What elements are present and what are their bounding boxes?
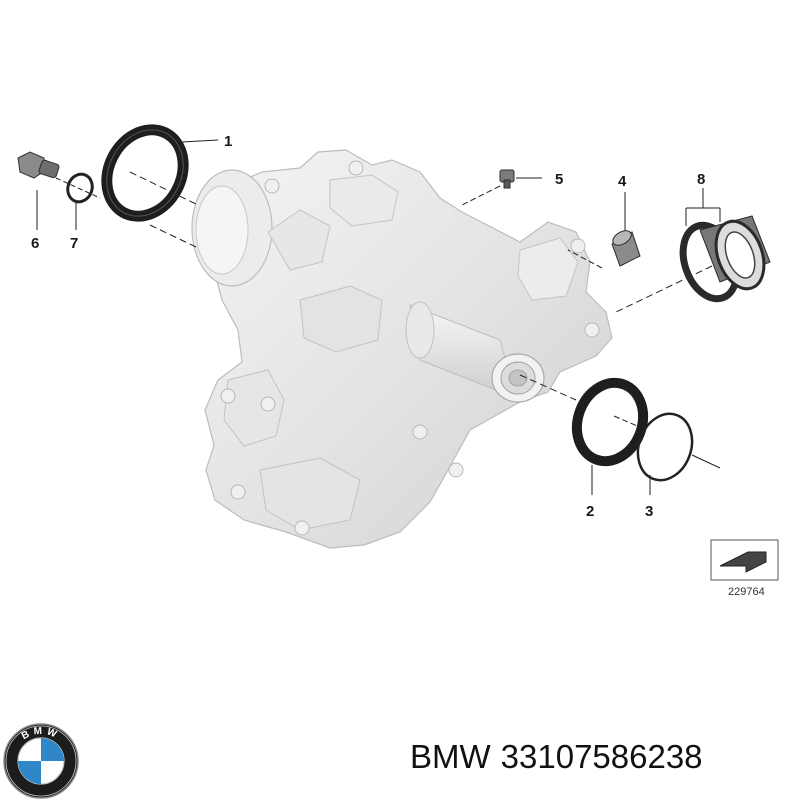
part-1-shaft-seal xyxy=(101,124,189,222)
callout-7: 7 xyxy=(70,235,78,252)
callout-2: 2 xyxy=(586,503,594,520)
reference-box: 229764 xyxy=(710,539,779,598)
bmw-roundel-logo: BMW xyxy=(3,723,79,799)
part-4-sleeve xyxy=(611,230,641,267)
part-6-screw-plug xyxy=(17,151,60,179)
part-8-bearing-set xyxy=(679,215,771,303)
part-number: 33107586238 xyxy=(500,738,703,775)
callout-4: 4 xyxy=(618,173,627,190)
callout-8: 8 xyxy=(697,171,705,188)
brand-name: BMW xyxy=(410,738,491,775)
callout-3: 3 xyxy=(645,503,653,520)
part-7-o-ring xyxy=(66,172,94,204)
transfer-case-housing xyxy=(191,149,613,549)
callout-6: 6 xyxy=(31,235,39,252)
reference-number: 229764 xyxy=(728,586,765,598)
callout-labels: 1 2 3 4 5 6 7 8 xyxy=(31,133,705,520)
callout-5: 5 xyxy=(555,171,563,188)
part-2-shaft-seal xyxy=(571,377,649,467)
reference-arrow-icon xyxy=(719,551,767,573)
callout-1: 1 xyxy=(224,133,232,150)
part-3-o-ring xyxy=(636,412,694,482)
part-5-screw xyxy=(499,169,515,189)
